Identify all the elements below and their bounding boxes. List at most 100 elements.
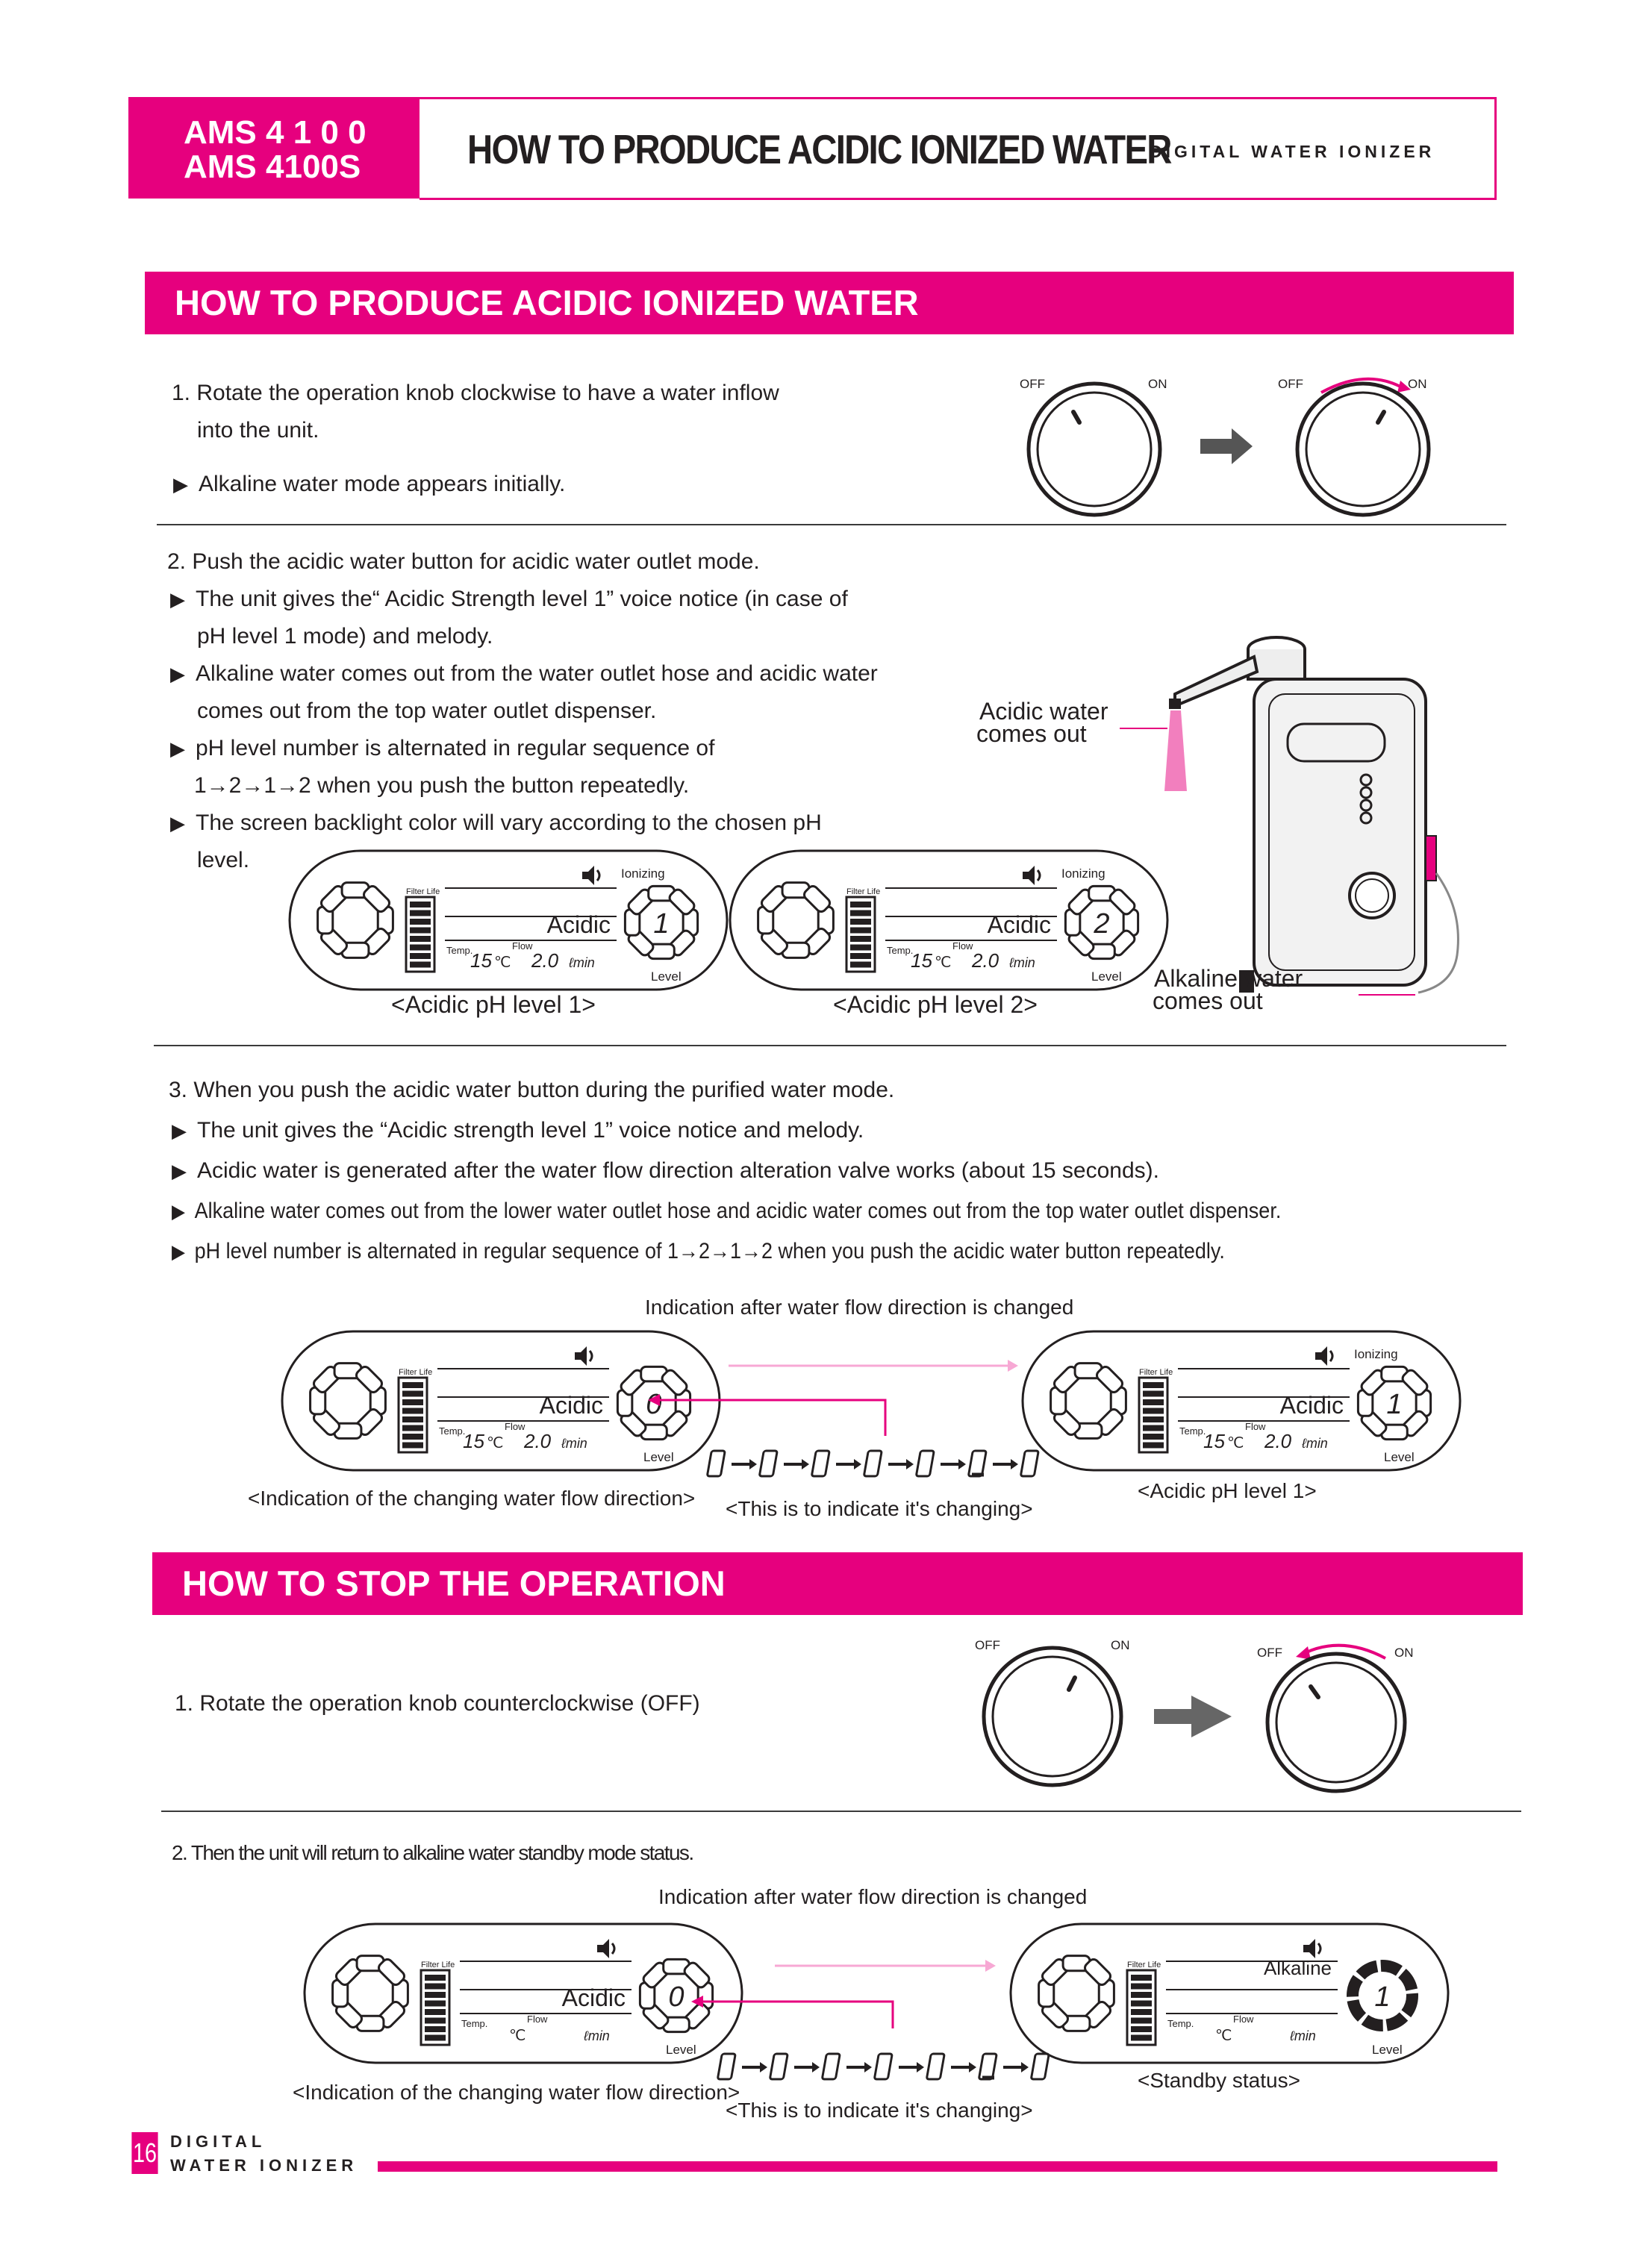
filter-life-gauge (845, 896, 876, 973)
filter-life-bar (850, 936, 871, 942)
flow-unit: ℓmin (561, 1436, 587, 1451)
caption-indication-after: Indication after water flow direction is… (645, 1296, 1074, 1319)
seven-segment-digit-icon (811, 1449, 831, 1478)
step3-line1: 3. When you push the acidic water button… (169, 1078, 895, 1102)
filter-life-bar (425, 2034, 446, 2041)
flow-label: Flow (505, 1421, 526, 1432)
temp-label: Temp. (887, 945, 913, 956)
flow-unit: ℓmin (1289, 2028, 1316, 2043)
lcd-mode-text: Acidic (988, 911, 1051, 938)
arrow-right-icon (1200, 428, 1253, 464)
filter-life-bar (850, 953, 871, 959)
speaker-icon (575, 1346, 593, 1366)
sequence-arrow-icon (969, 2062, 976, 2072)
seven-segment-digit-icon (717, 2052, 737, 2081)
filter-life-bar (402, 1390, 423, 1397)
lcd-left-ring-segment (355, 1365, 384, 1394)
speaker-icon (1303, 1939, 1322, 1958)
lcd-frame (1009, 1922, 1450, 2064)
temp-unit: ℃ (487, 1435, 503, 1452)
filter-life-bar (1131, 1992, 1152, 1998)
step3-bullet4: ▶pH level number is alternated in regula… (172, 1239, 1225, 1263)
filter-life-bar (1143, 1390, 1164, 1397)
filter-life-label: Filter Life (421, 1961, 455, 1969)
seven-segment-digit-icon (1030, 2052, 1050, 2081)
step2-bullet2: ▶Alkaline water comes out from the water… (170, 661, 878, 686)
stop-step2: 2. Then the unit will return to alkaline… (172, 1841, 694, 1864)
level-digit: 2 (1093, 908, 1109, 940)
bullet-triangle-icon: ▶ (170, 812, 185, 834)
indicator-pointer (703, 2000, 894, 2028)
step1-line2: into the unit. (197, 418, 319, 443)
knob-on-label: ON (1408, 377, 1427, 391)
filter-life-gauge (397, 1376, 428, 1454)
seven-segment-digit-icon (926, 2052, 946, 2081)
acidic-out-label-1: Acidic water (979, 698, 1108, 725)
flow-value: 2.0 (971, 949, 1000, 972)
step2-bullet2-cont: comes out from the top water outlet disp… (197, 699, 657, 723)
rotation-arrowhead-icon (1296, 1646, 1311, 1660)
flow-label: Flow (512, 940, 533, 952)
filter-life-bar (402, 1399, 423, 1405)
step3-bullet3: ▶Alkaline water comes out from the lower… (172, 1199, 1282, 1223)
sequence-arrow-icon (1021, 2062, 1029, 2072)
lcd-left-ring-segment (377, 1958, 406, 1987)
level-label: Level (643, 1450, 674, 1464)
filter-life-bar (1143, 1425, 1164, 1431)
sequence-arrow-icon (854, 1459, 861, 1469)
level-label: Level (1384, 1450, 1415, 1464)
alkaline-out-label-2: comes out (1153, 987, 1263, 1014)
filter-life-bar (850, 910, 871, 916)
temp-unit: ℃ (494, 955, 511, 971)
temp-value: 15 (1203, 1430, 1225, 1452)
temp-label: Temp. (1179, 1425, 1206, 1437)
filter-life-bar (402, 1408, 423, 1414)
filter-life-label: Filter Life (1127, 1961, 1161, 1969)
filter-life-bar (850, 927, 871, 934)
stop-step1: 1. Rotate the operation knob countercloc… (175, 1691, 700, 1716)
flow-unit: ℓmin (1301, 1436, 1328, 1451)
ionizing-label: Ionizing (621, 866, 665, 881)
rotation-arc (1306, 1643, 1386, 1660)
step2-bullet1: ▶The unit gives the“ Acidic Strength lev… (170, 587, 848, 611)
caption-changing-direction-2: <Indication of the changing water flow d… (293, 2081, 740, 2104)
sequence-arrow-icon (864, 2062, 872, 2072)
lcd-frame (303, 1922, 743, 2064)
step1-note-text: Alkaline water mode appears initially. (199, 472, 566, 496)
knob-off-label: OFF (1257, 1646, 1282, 1660)
model-name-2: AMS 4100S (184, 149, 361, 185)
knob-on-label: ON (1111, 1638, 1130, 1652)
knob-inner-ring (1305, 391, 1421, 507)
filter-life-bar (1143, 1416, 1164, 1422)
filter-life-bar (425, 1975, 446, 1981)
filter-life-bar (410, 927, 431, 934)
filter-life-bar (1131, 2034, 1152, 2041)
model-name-1: AMS 4 1 0 0 (184, 114, 367, 151)
dispenser-nozzle (1169, 699, 1181, 709)
ionizing-label: Ionizing (1061, 866, 1105, 881)
digit-sequence-svg (717, 2052, 1050, 2081)
lcd-left-ring-segment (1083, 1958, 1112, 1987)
level-ring-segment (1401, 1369, 1429, 1396)
temp-label: Temp. (461, 2018, 487, 2029)
flow-arrowhead-icon (985, 1960, 996, 1972)
rotation-arc (1320, 377, 1401, 394)
filter-life-bar (410, 961, 431, 968)
flow-value: 2.0 (523, 1430, 552, 1452)
lcd-mode-text: Alkaline (1264, 1957, 1332, 1979)
flow-label: Flow (952, 940, 973, 952)
temp-unit: ℃ (1227, 1435, 1244, 1452)
knob-pointer (1376, 410, 1386, 425)
bullet-triangle-icon: ▶ (170, 588, 185, 610)
device-button-icon (1359, 799, 1373, 812)
bullet-triangle-icon: ▶ (172, 1200, 185, 1222)
caption-ph1: <Acidic pH level 1> (391, 991, 596, 1018)
bullet-triangle-icon: ▶ (172, 1240, 185, 1263)
level-ring-segment (683, 1961, 711, 1989)
filter-life-bar (850, 919, 871, 925)
filter-life-gauge (405, 896, 436, 973)
device-display-window (1286, 722, 1386, 763)
device-button-icon (1359, 811, 1373, 825)
flow-unit: ℓmin (1008, 955, 1035, 970)
flow-label: Flow (1233, 2014, 1254, 2025)
